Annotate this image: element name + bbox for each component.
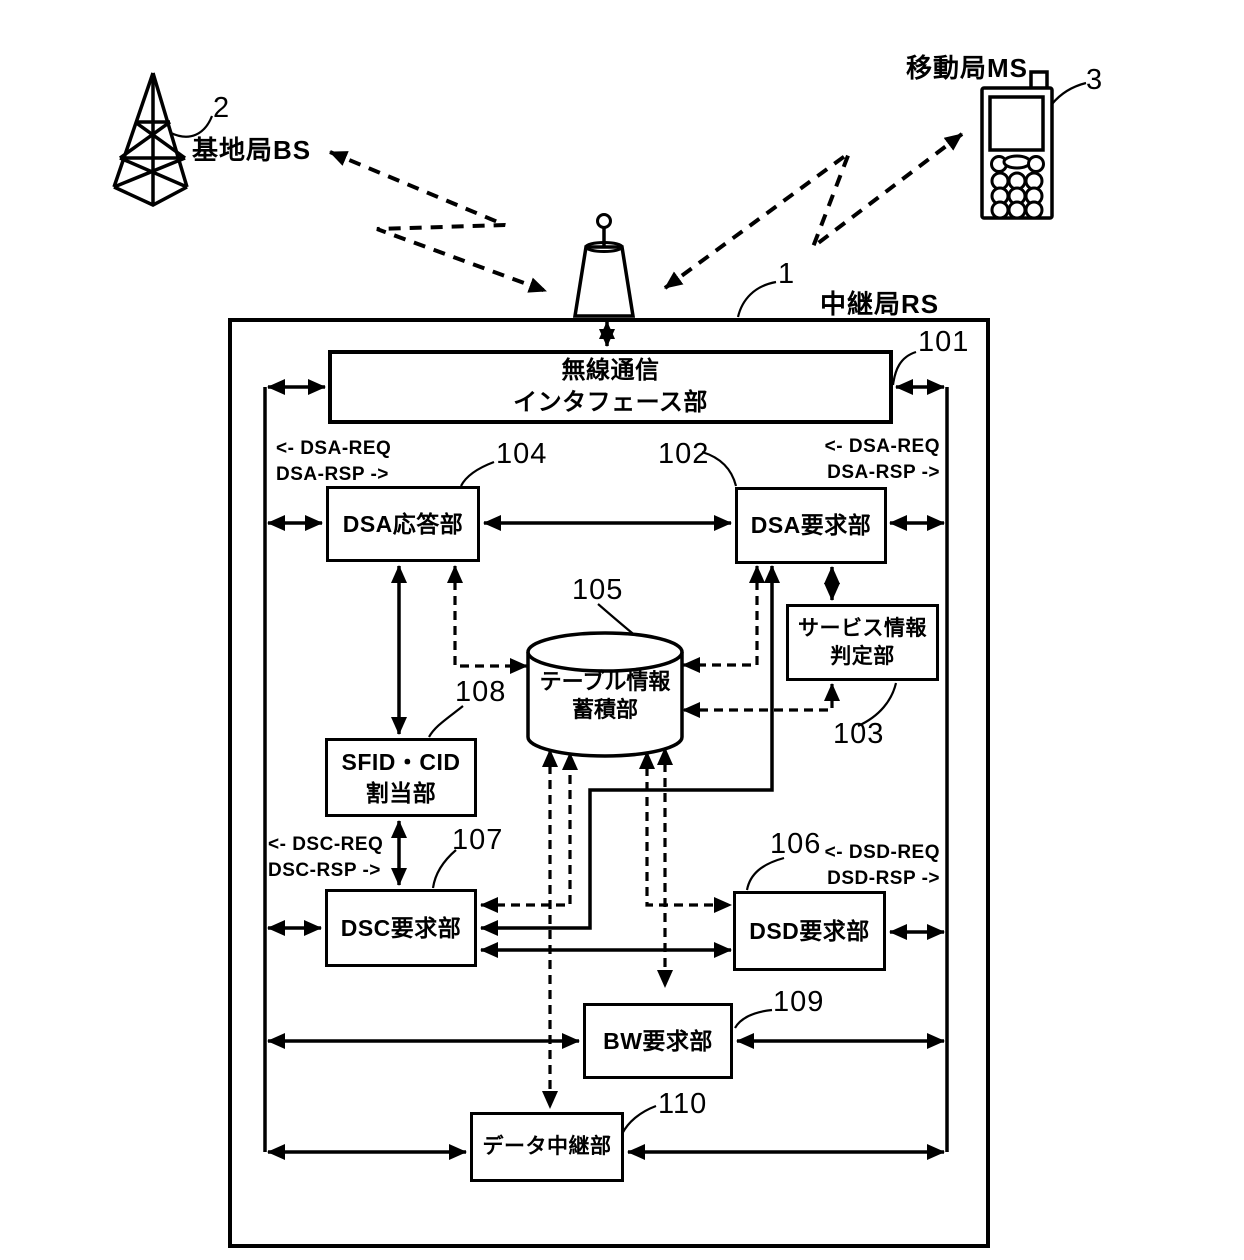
signal-line: DSA-RSP -> (276, 464, 389, 485)
signal-dsa-right: <- DSA-REQ DSA-RSP -> (818, 434, 940, 486)
block-label: DSC要求部 (340, 914, 462, 941)
ref-109: 109 (773, 986, 825, 1018)
ref-108: 108 (455, 676, 507, 708)
ref-103: 103 (833, 718, 885, 750)
ref-104: 104 (496, 438, 548, 470)
block-service-info-judge: サービス情報 判定部 (786, 604, 939, 681)
ref-107: 107 (452, 824, 504, 856)
ref-mobile-station: 3 (1086, 64, 1104, 96)
signal-line: DSC-RSP -> (268, 860, 381, 881)
block-bw-request: BW要求部 (583, 1003, 733, 1079)
ref-base-station: 2 (213, 92, 231, 124)
wireless-link-bs (329, 150, 547, 293)
signal-line: <- DSD-REQ (824, 842, 940, 863)
dashed-connectors (447, 565, 840, 1109)
block-label: 判定部 (830, 644, 895, 668)
relay-station-title: 中継局RS (820, 289, 940, 319)
block-label: DSA要求部 (750, 512, 872, 539)
mobile-station-title: 移動局MS (906, 53, 1029, 83)
block-label: サービス情報 (798, 616, 927, 640)
block-label: 蓄積部 (571, 697, 638, 723)
block-dsd-request: DSD要求部 (733, 891, 886, 971)
block-table-info-store: テーブル情報 蓄積部 (528, 668, 682, 724)
signal-line: <- DSA-REQ (824, 436, 940, 457)
signal-line: DSA-RSP -> (827, 462, 940, 483)
block-label: SFID・CID (341, 749, 461, 776)
ref-105: 105 (572, 574, 624, 606)
phone-icon (980, 70, 1054, 220)
block-dsc-request: DSC要求部 (325, 889, 477, 967)
block-label: データ中継部 (482, 1135, 612, 1159)
block-label: DSD要求部 (749, 917, 870, 944)
signal-line: <- DSC-REQ (268, 834, 384, 855)
block-label: テーブル情報 (539, 669, 671, 694)
block-dsa-request: DSA要求部 (735, 487, 887, 564)
signal-dsd-right: <- DSD-REQ DSD-RSP -> (818, 840, 940, 892)
signal-line: <- DSA-REQ (276, 438, 392, 459)
block-dsa-response: DSA応答部 (326, 486, 480, 562)
wireless-link-ms (663, 132, 964, 290)
ref-110: 110 (658, 1088, 708, 1120)
block-label: 無線通信 (561, 357, 660, 385)
block-data-relay: データ中継部 (470, 1112, 624, 1182)
block-label: インタフェース部 (513, 389, 708, 416)
ref-106: 106 (770, 828, 822, 860)
signal-dsc-left: <- DSC-REQ DSC-RSP -> (268, 832, 383, 884)
block-label: BW要求部 (603, 1027, 713, 1054)
signal-dsa-left: <- DSA-REQ DSA-RSP -> (276, 436, 391, 488)
relay-station-outline (228, 318, 990, 1248)
signal-line: DSD-RSP -> (827, 868, 940, 889)
base-station-title: 基地局BS (192, 135, 312, 165)
block-radio-interface: 無線通信 インタフェース部 (328, 350, 893, 424)
antenna-icon (572, 213, 636, 318)
block-sfid-cid-assign: SFID・CID 割当部 (325, 738, 477, 817)
ref-relay-station: 1 (778, 258, 796, 290)
block-label: DSA応答部 (342, 510, 464, 537)
tower-icon (112, 72, 189, 207)
ref-101: 101 (918, 326, 970, 358)
ref-102: 102 (658, 438, 710, 470)
block-label: 割当部 (365, 779, 437, 806)
